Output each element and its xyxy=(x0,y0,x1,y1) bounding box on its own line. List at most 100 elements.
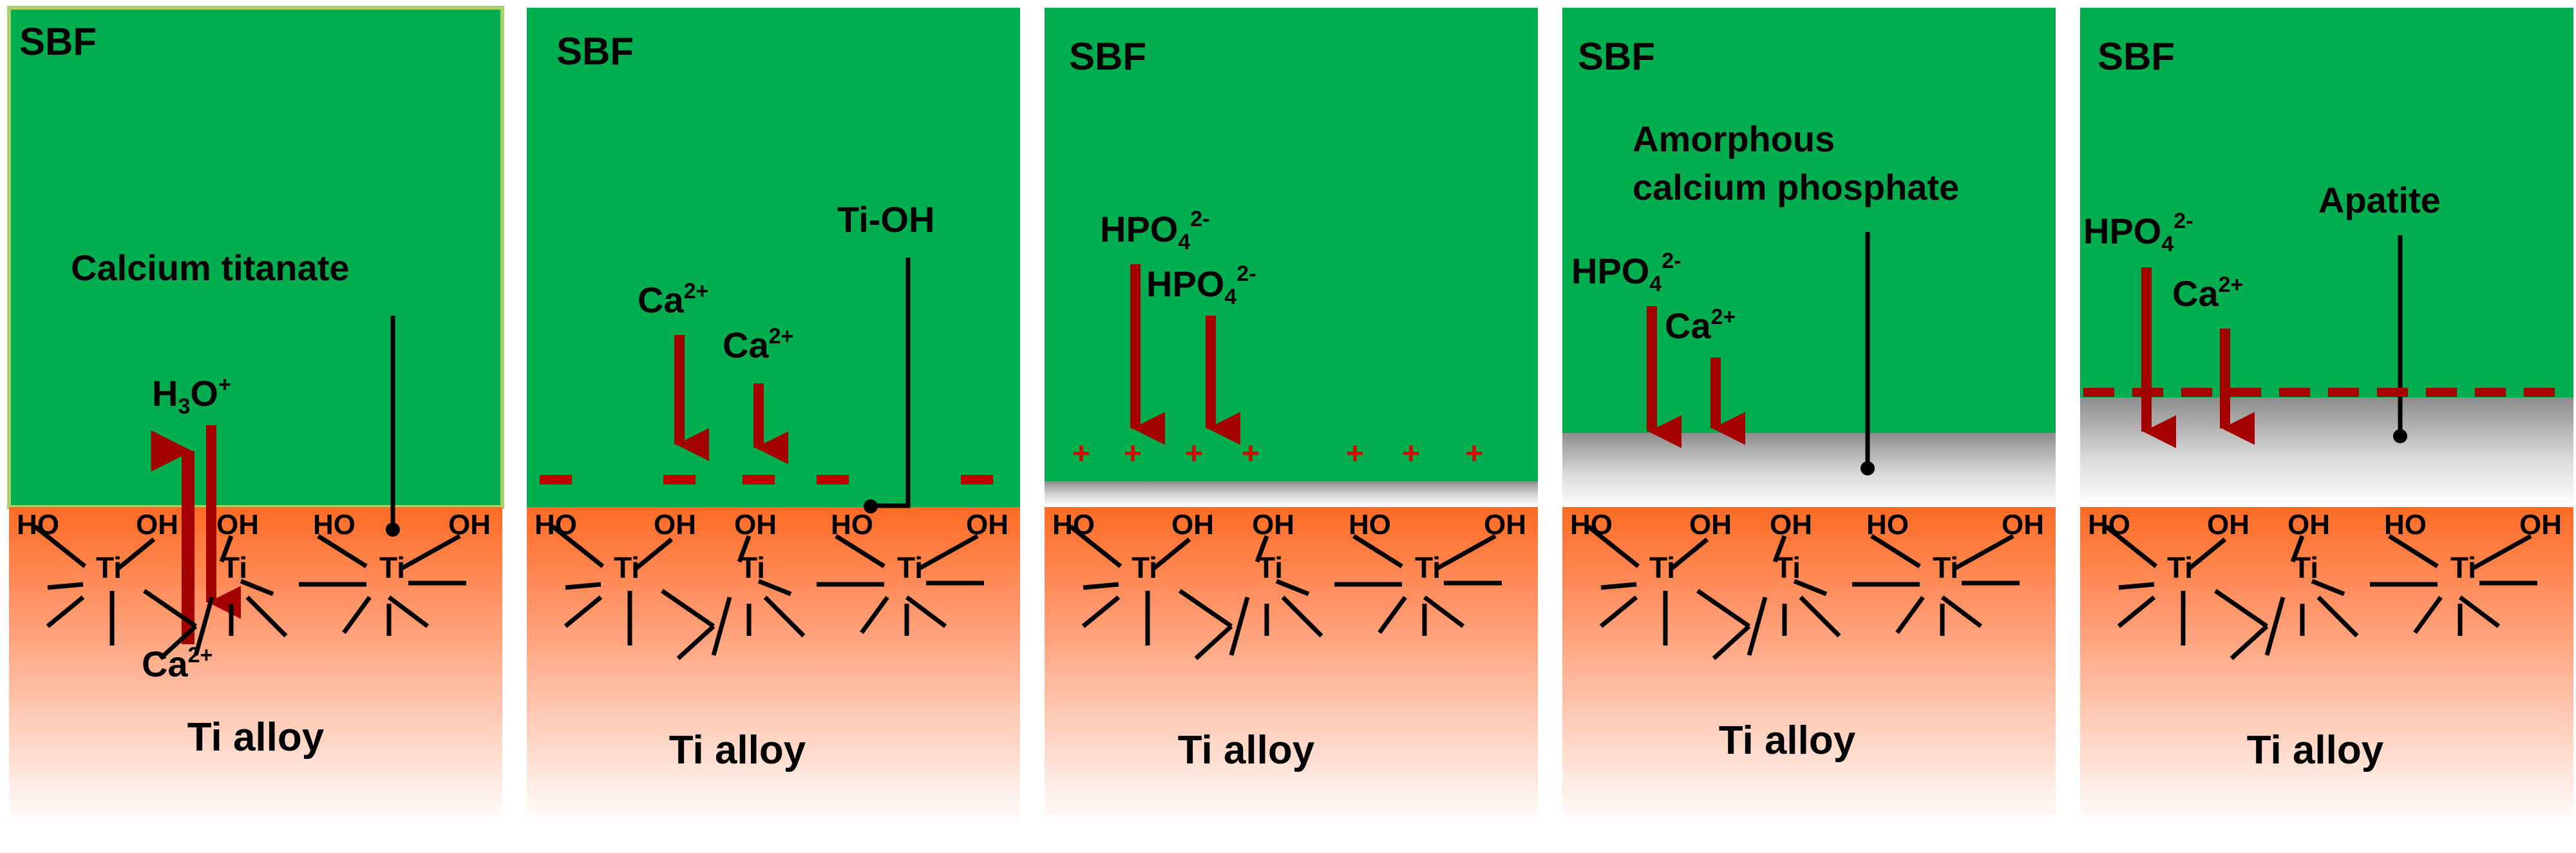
bond-line xyxy=(1772,535,1787,563)
bond-line xyxy=(1940,595,1983,628)
bond-line xyxy=(711,597,732,656)
hpo4-ion-1: HPO42- xyxy=(1100,207,1210,254)
hydroxyl-group: HO xyxy=(313,509,355,541)
bond-line xyxy=(143,589,197,628)
bond-line xyxy=(1436,533,1497,571)
hydroxyl-group: HO xyxy=(17,509,59,541)
hydroxyl-group: OH xyxy=(1252,509,1294,541)
bond-line xyxy=(1712,624,1751,660)
hydroxyl-group: HO xyxy=(1349,509,1391,541)
hydroxyl-group: OH xyxy=(448,509,491,541)
bond-line xyxy=(1275,579,1310,597)
bond-line xyxy=(193,597,214,656)
substrate-label: Ti alloy xyxy=(1719,718,1856,763)
negative-charge xyxy=(663,475,696,484)
hydroxyl-group: OH xyxy=(1484,509,1526,541)
negative-charge xyxy=(817,475,849,484)
ti-atom: Ti xyxy=(2450,551,2476,584)
sbf-solution xyxy=(1045,8,1538,481)
positive-charge: + xyxy=(1465,437,1483,471)
bond-line xyxy=(676,624,715,660)
ti-atom: Ti xyxy=(1775,551,1801,584)
bond-line xyxy=(634,537,674,570)
bond-line xyxy=(835,534,886,568)
hydroxyl-group: OH xyxy=(1770,509,1812,541)
bond-line xyxy=(2413,595,2443,635)
bond-line xyxy=(551,524,605,568)
hydroxyl-group: HO xyxy=(1570,509,1613,541)
bond-line xyxy=(158,624,198,660)
hydroxyl-group: OH xyxy=(966,509,1009,541)
hydroxyl-group: OH xyxy=(734,509,777,541)
bond-line xyxy=(1954,533,2014,571)
leader-dot xyxy=(2393,429,2407,443)
bond-line xyxy=(757,579,792,597)
surface-label: Ti-OH xyxy=(837,199,934,240)
hydroxyl-group: HO xyxy=(831,509,873,541)
hydroxyl-group: HO xyxy=(1866,509,1909,541)
surface-layer xyxy=(1562,433,2056,507)
panel-1: SBF Calcium titanate H3O+ Ca2+ Ti alloy … xyxy=(7,6,504,825)
bond-line xyxy=(1152,537,1191,570)
bond-line xyxy=(1895,595,1925,635)
bond-line xyxy=(905,595,947,628)
sbf-label: SBF xyxy=(1578,35,1655,78)
surface-label: Apatite xyxy=(2318,180,2441,220)
bond-line xyxy=(2117,595,2156,628)
bond-line xyxy=(401,533,461,571)
bond-line xyxy=(2388,534,2439,568)
bond-line xyxy=(2230,624,2269,660)
bond-line xyxy=(1083,582,1119,590)
sbf-label: SBF xyxy=(2098,35,2175,78)
panel-4: SBF Amorphous calcium phosphate HPO42- C… xyxy=(1562,8,2056,825)
bond-line xyxy=(1068,524,1122,568)
positive-charge: + xyxy=(1242,437,1260,471)
bond-line xyxy=(317,534,368,568)
sbf-solution xyxy=(527,8,1020,507)
surface-label: Calcium titanate xyxy=(71,247,350,288)
bond-line xyxy=(1255,535,1269,563)
bond-line xyxy=(47,582,84,590)
hydroxyl-group: OH xyxy=(1689,509,1732,541)
bond-line xyxy=(1600,582,1637,590)
negative-charge xyxy=(961,475,993,484)
ti-atom: Ti xyxy=(1257,551,1283,584)
bond-line xyxy=(1081,595,1121,628)
ti-atom: Ti xyxy=(614,551,639,584)
hpo4-ion-2: HPO42- xyxy=(1146,262,1256,309)
bond-line xyxy=(2311,579,2345,597)
sbf-solution xyxy=(7,6,504,509)
ti-atom: Ti xyxy=(739,551,765,584)
bond-line xyxy=(2104,524,2158,568)
ca-ion-1: Ca2+ xyxy=(638,279,708,320)
bond-line xyxy=(2188,537,2227,570)
bond-line xyxy=(564,595,603,628)
h3o-ion: H3O+ xyxy=(152,372,231,419)
substrate-label: Ti alloy xyxy=(187,715,325,760)
bond-line xyxy=(1696,589,1750,628)
ti-atom: Ti xyxy=(897,551,923,584)
bond-line xyxy=(1352,534,1403,568)
bond-line xyxy=(117,537,156,570)
ti-atom: Ti xyxy=(96,551,122,584)
bond-line xyxy=(2290,535,2305,563)
bond-line xyxy=(342,595,372,635)
ca-ion: Ca2+ xyxy=(142,643,213,684)
bond-line xyxy=(661,589,715,628)
hydroxyl-group: OH xyxy=(1171,509,1214,541)
ti-atom: Ti xyxy=(2167,551,2193,584)
surface-label-line-2: calcium phosphate xyxy=(1633,167,1959,207)
ca-ion: Ca2+ xyxy=(2172,273,2243,314)
bond-line xyxy=(918,533,979,571)
bond-line xyxy=(1747,597,1768,656)
bond-line xyxy=(1194,624,1233,660)
hydroxyl-group: OH xyxy=(2207,509,2249,541)
negative-charge xyxy=(540,475,572,484)
